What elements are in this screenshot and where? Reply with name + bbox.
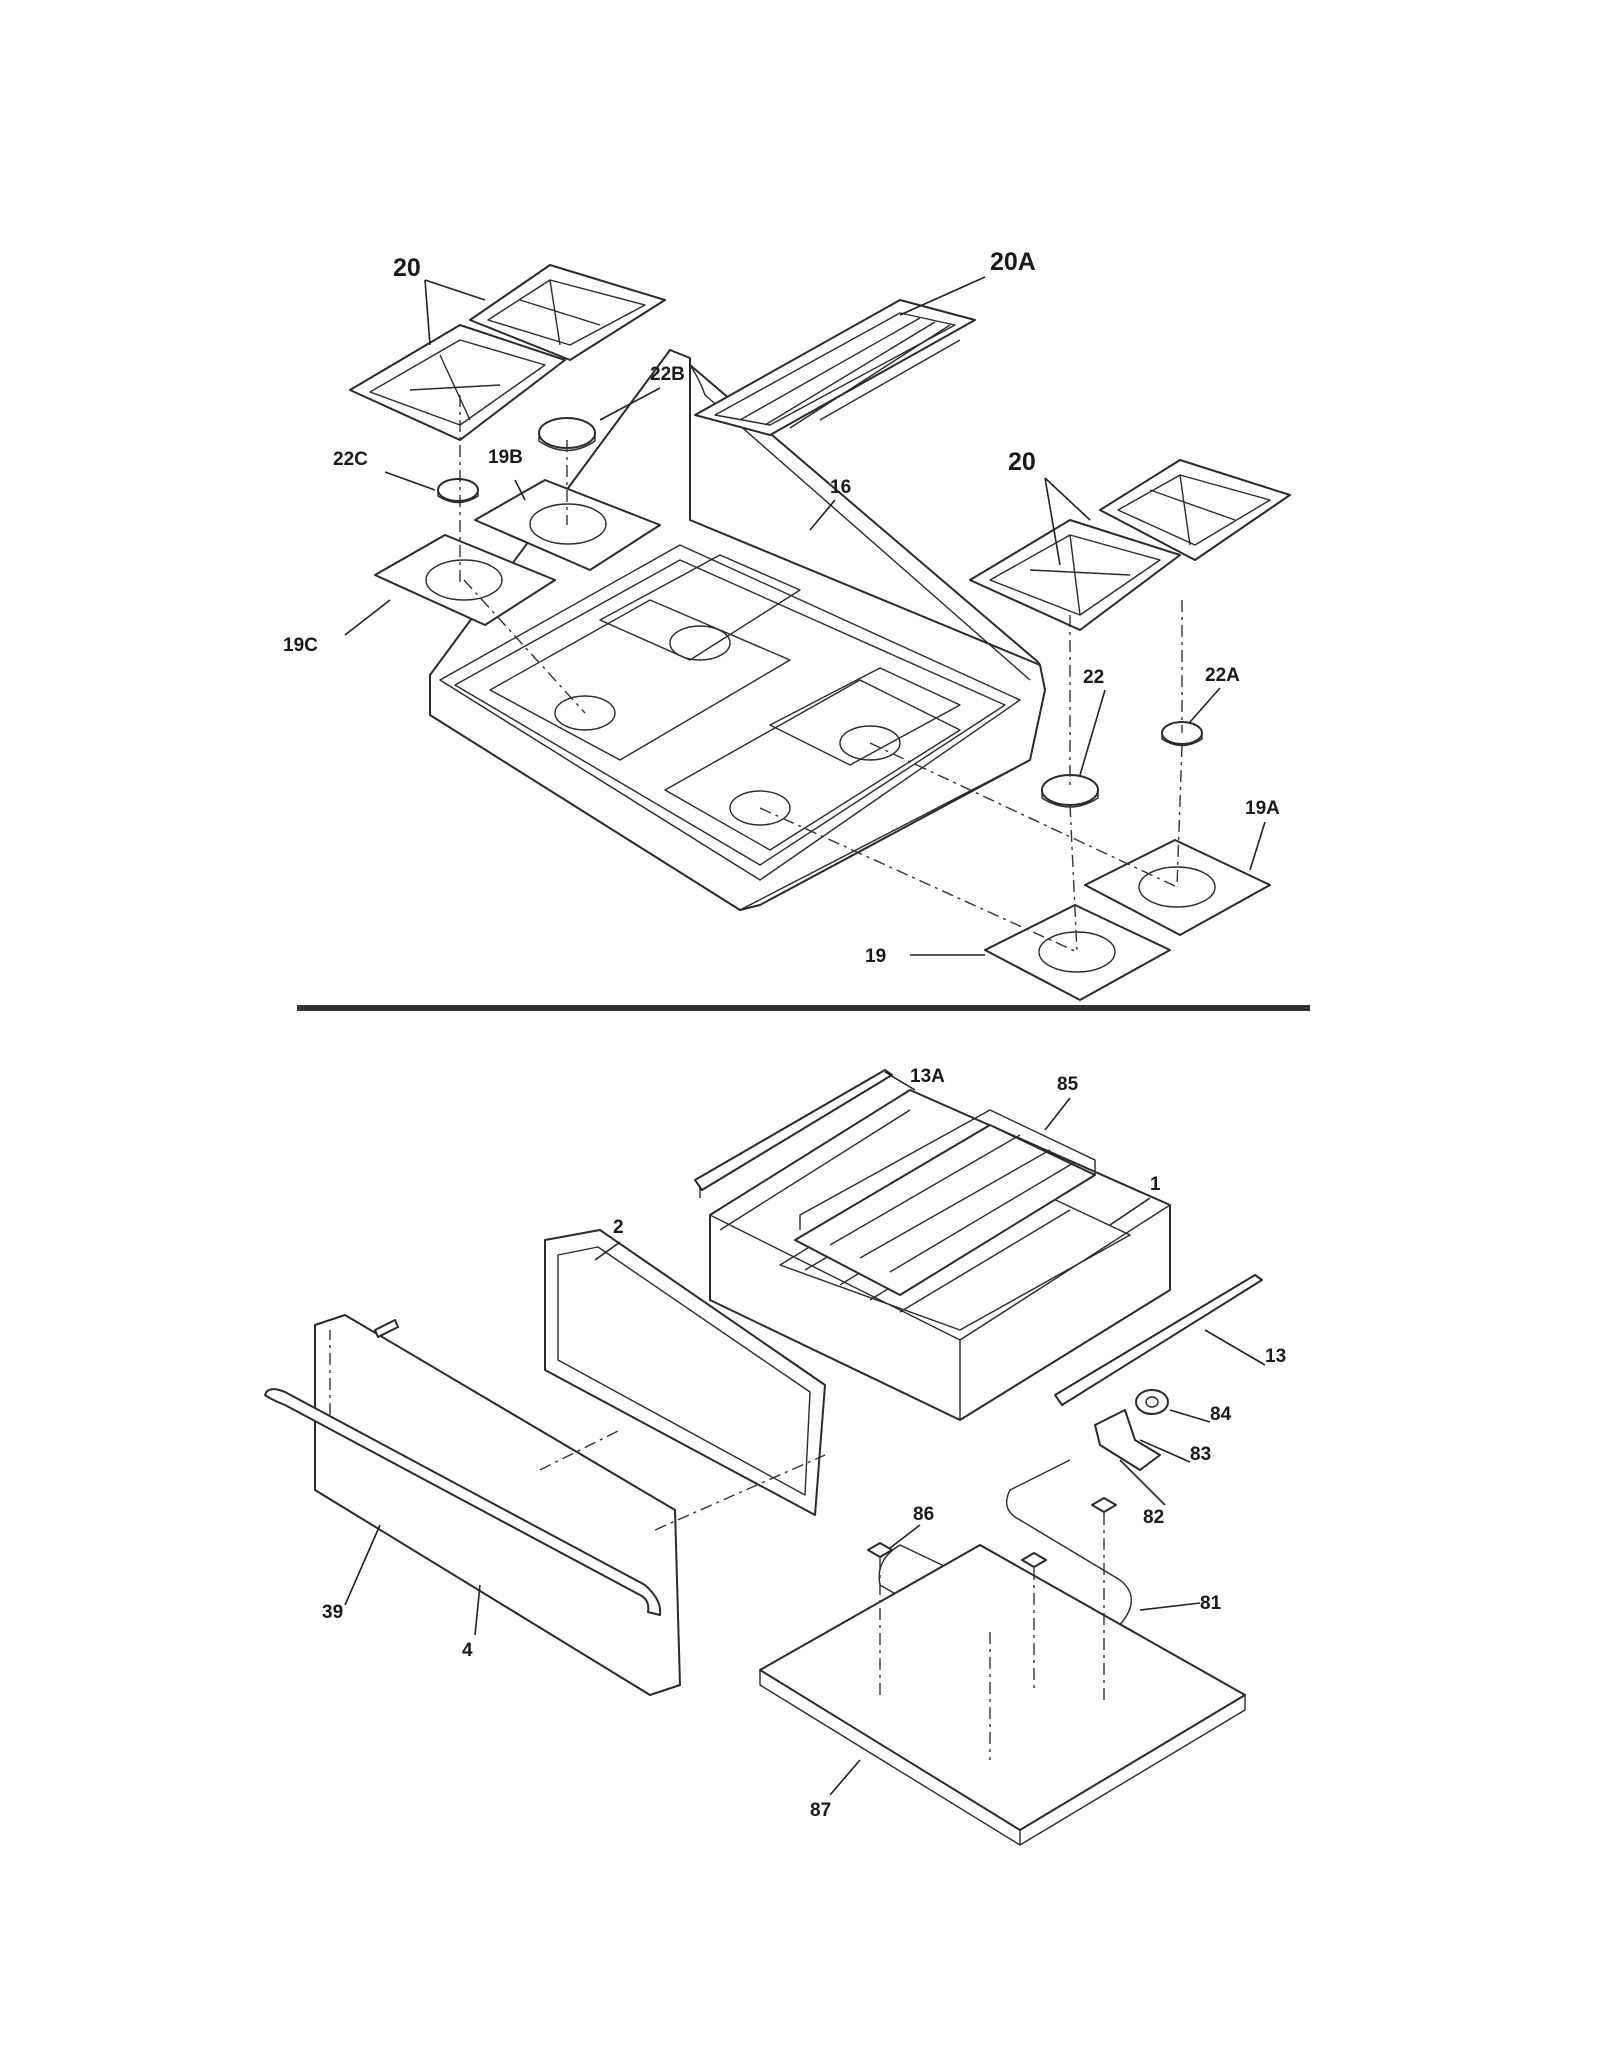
burner-cap-22C: [437, 478, 479, 504]
leader-lines-top: [344, 276, 1266, 956]
label-2: 2: [613, 1217, 624, 1238]
label-86: 86: [913, 1504, 934, 1525]
label-19B: 19B: [488, 447, 523, 468]
label-4: 4: [462, 1640, 473, 1661]
bottom-panel-87: [759, 1544, 1246, 1846]
slide-rail-13A: [694, 1069, 893, 1198]
label-13: 13: [1265, 1346, 1286, 1367]
bracket-82-83: [1094, 1409, 1161, 1471]
label-82: 82: [1143, 1507, 1164, 1528]
slide-rail-13: [1054, 1274, 1263, 1406]
label-83: 83: [1190, 1444, 1211, 1465]
cooktop-16: [429, 349, 1046, 911]
part-labels: 20 20A 22B 22C 19B 16 19C 20 22 22A 19A …: [283, 248, 1286, 1821]
spill-tray-19A: [1084, 839, 1271, 936]
label-39: 39: [322, 1602, 343, 1623]
label-22B: 22B: [650, 364, 685, 385]
label-87: 87: [810, 1800, 831, 1821]
label-22C: 22C: [333, 449, 368, 470]
label-22: 22: [1083, 667, 1104, 688]
label-85: 85: [1057, 1074, 1079, 1095]
drawer-panel-2: [544, 1229, 826, 1516]
label-16: 16: [830, 477, 851, 498]
drawer-handle-39: [264, 1388, 662, 1616]
burner-cap-22: [1041, 774, 1099, 808]
label-20A: 20A: [990, 248, 1036, 276]
assembly-lines-top: [459, 395, 1183, 953]
grate-20A: [694, 299, 976, 436]
label-13A: 13A: [910, 1066, 945, 1087]
label-84: 84: [1210, 1404, 1232, 1425]
grate-20-left-pair: [349, 264, 666, 441]
assembly-lines-bottom: [329, 1330, 1105, 1760]
screw: [374, 1319, 399, 1338]
label-20-left: 20: [393, 254, 421, 282]
label-19C: 19C: [283, 635, 318, 656]
label-22A: 22A: [1205, 665, 1240, 686]
label-20-right: 20: [1008, 448, 1036, 476]
leader-lines-bottom: [344, 1071, 1266, 1796]
grate-20-right-pair: [969, 459, 1291, 631]
label-19A: 19A: [1245, 798, 1280, 819]
section-divider: [297, 1005, 1310, 1011]
drawer-rack-85: [794, 1109, 1096, 1296]
label-1: 1: [1150, 1174, 1161, 1195]
label-81: 81: [1200, 1593, 1222, 1614]
label-19: 19: [865, 946, 886, 967]
spill-tray-19: [984, 904, 1171, 1001]
igniter-84: [1135, 1389, 1169, 1415]
spill-tray-19C: [374, 534, 556, 626]
